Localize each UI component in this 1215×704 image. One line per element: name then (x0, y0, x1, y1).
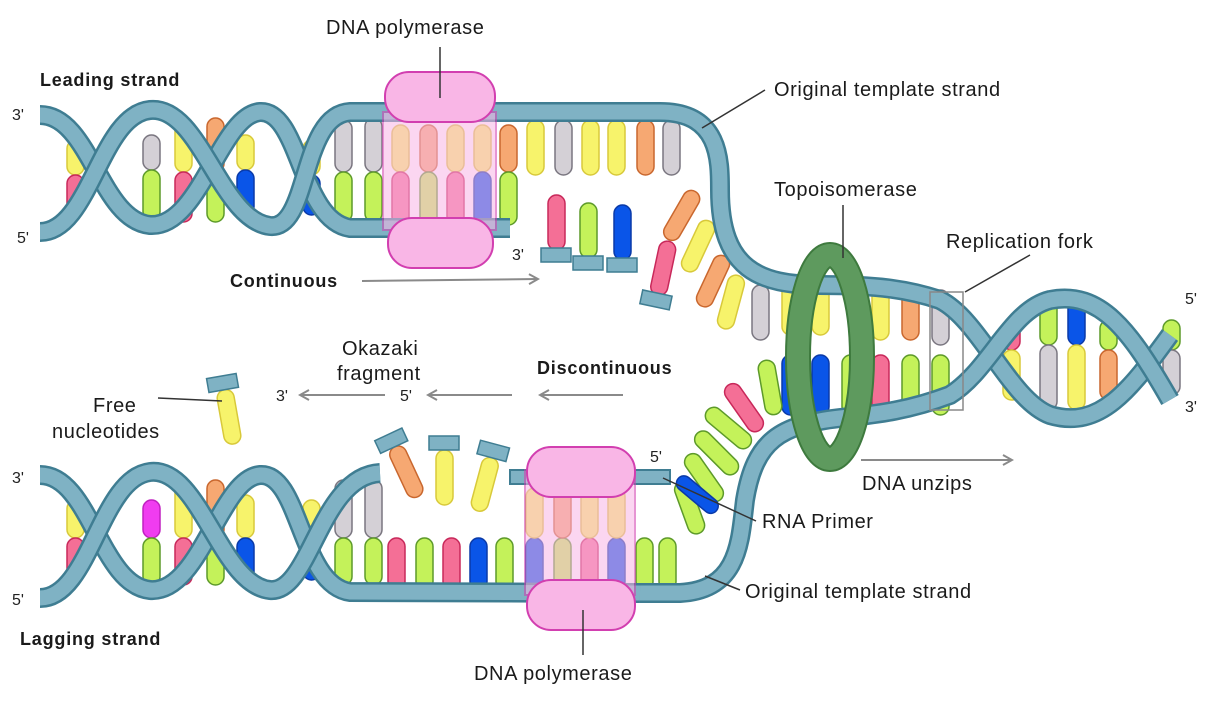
nucleotide-base (236, 134, 255, 171)
nucleotide-base (364, 537, 383, 586)
nucleotide-base (554, 119, 573, 176)
label-original-template-top: Original template strand (774, 79, 1001, 101)
nucleotide-base (442, 537, 461, 591)
end-primer-5: 5' (650, 449, 662, 466)
nucleotide-base (470, 456, 499, 512)
nucleotide-base (415, 537, 434, 591)
dna-polymerase-bottom (524, 446, 636, 631)
free-nucleotides-group (205, 194, 677, 512)
end-lagging-bottom-left: 5' (12, 592, 24, 609)
end-lagging-top-left: 3' (12, 470, 24, 487)
label-free-nucleotides-line1: Free (93, 395, 137, 417)
nucleotide-base (680, 219, 716, 273)
nucleotide-base (364, 117, 383, 173)
nucleotide-base (495, 537, 514, 591)
label-original-template-bottom: Original template strand (745, 581, 972, 603)
nucleotide-base (142, 169, 161, 221)
nucleotide-base (526, 119, 545, 176)
nucleotide-base (704, 406, 753, 450)
end-okazaki-5: 5' (400, 388, 412, 405)
free-nucleotide (606, 204, 638, 273)
free-nucleotide (205, 372, 242, 445)
nucleotide-base (1067, 344, 1086, 411)
bottom-template-strand (640, 288, 1179, 603)
end-leading-new-3: 3' (512, 247, 524, 264)
nucleotide-base (636, 119, 655, 176)
nucleotide-base (658, 537, 677, 591)
nucleotide-base (607, 119, 626, 176)
dna-polymerase-top (382, 71, 497, 269)
free-nucleotide (572, 202, 604, 271)
label-free-nucleotides-line2: nucleotides (52, 421, 160, 443)
nucleotide-base (662, 189, 701, 242)
nucleotide-base (662, 119, 681, 176)
free-nucleotide (373, 427, 424, 499)
nucleotide-base (364, 479, 383, 539)
end-okazaki-3: 3' (276, 388, 288, 405)
free-nucleotide (428, 435, 460, 506)
nucleotide-base (469, 537, 488, 591)
label-dna-polymerase-top: DNA polymerase (326, 17, 484, 39)
free-nucleotide (638, 240, 677, 311)
label-replication-fork: Replication fork (946, 231, 1094, 253)
label-leading-strand: Leading strand (40, 70, 180, 90)
nucleotide-base (142, 134, 161, 171)
label-dna-unzips: DNA unzips (862, 473, 973, 495)
nucleotide-base (613, 204, 632, 261)
nucleotide-base (751, 284, 770, 341)
nucleotide-base (581, 119, 600, 176)
nucleotide-base (650, 240, 677, 297)
label-lagging-strand: Lagging strand (20, 629, 161, 649)
nucleotide-base (757, 359, 783, 416)
nucleotide-base (716, 274, 746, 330)
nucleotide-base (635, 537, 654, 591)
nucleotide-base (142, 499, 161, 539)
leader-lines (157, 47, 1031, 655)
nucleotide-base (364, 171, 383, 223)
free-nucleotide (540, 194, 572, 263)
nucleotide-base (547, 194, 566, 251)
end-leading-bottom-left: 5' (17, 230, 29, 247)
nucleotide-base (499, 124, 518, 173)
nucleotide-base (389, 445, 424, 499)
leading-helix-backbone (38, 100, 380, 242)
free-nucleotide (470, 439, 511, 512)
nucleotide-base (723, 382, 765, 433)
nucleotide-base (435, 449, 454, 506)
label-okazaki-line2: fragment (337, 363, 421, 385)
replication-fork-box (929, 291, 964, 411)
topoisomerase-ring (785, 242, 875, 472)
label-continuous: Continuous (230, 271, 338, 291)
end-leading-top-left: 3' (12, 107, 24, 124)
nucleotide-base (693, 430, 740, 476)
label-rna-primer: RNA Primer (762, 511, 874, 533)
label-dna-polymerase-bottom: DNA polymerase (474, 663, 632, 685)
label-topoisomerase: Topoisomerase (774, 179, 917, 201)
nucleotide-base (579, 202, 598, 259)
lagging-helix-backbone (38, 461, 641, 608)
top-template-strand (380, 102, 1179, 429)
nucleotide-base (142, 537, 161, 586)
end-right-top: 5' (1185, 291, 1197, 308)
nucleotide-base (499, 171, 518, 226)
label-okazaki-line1: Okazaki (342, 338, 418, 360)
label-discontinuous: Discontinuous (537, 358, 672, 378)
end-right-bottom: 3' (1185, 399, 1197, 416)
direction-arrows (300, 279, 1012, 460)
continuous-arrow (361, 279, 538, 281)
nucleotide-base (683, 452, 725, 503)
nucleotide-base (216, 388, 242, 445)
